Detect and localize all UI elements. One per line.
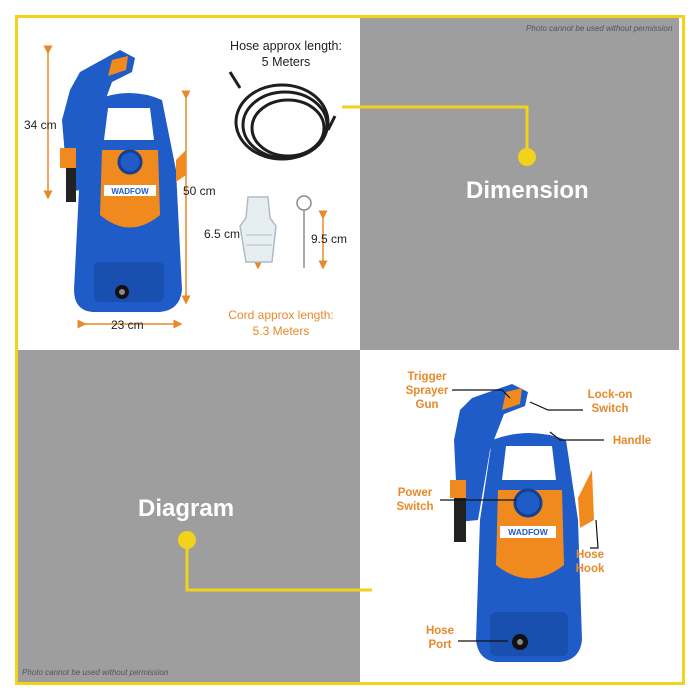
yellow-frame bbox=[15, 15, 685, 685]
hose-port-label: Hose Port bbox=[425, 625, 455, 651]
dimension-title-panel bbox=[360, 18, 679, 350]
base-width-label: 23 cm bbox=[111, 318, 144, 332]
connector-image bbox=[239, 196, 277, 263]
dimension-title: Dimension bbox=[466, 177, 589, 204]
dimension-arrows bbox=[43, 45, 328, 329]
dimension-connector-dot bbox=[518, 148, 536, 166]
diagram-connector-dot bbox=[178, 531, 196, 549]
cleaning-needle-image bbox=[296, 195, 312, 268]
diagram-title: Diagram bbox=[138, 495, 235, 522]
hose-length-label: Hose approx length: 5 Meters bbox=[230, 39, 342, 69]
hose-hook-label: Hose Hook bbox=[575, 549, 605, 575]
needle-height-label: 9.5 cm bbox=[311, 232, 348, 246]
handle-label: Handle bbox=[612, 435, 652, 447]
lock-on-label: Lock-on Switch bbox=[587, 389, 633, 415]
diagram-pressure-washer-image: WADFOW bbox=[450, 384, 594, 662]
watermark-bottom: Photo cannot be used without permission bbox=[22, 668, 169, 677]
diagram-connector-line bbox=[185, 540, 372, 592]
svg-text:WADFOW: WADFOW bbox=[508, 527, 549, 537]
gun-height-label: 34 cm bbox=[24, 118, 57, 132]
cord-length-label: Cord approx length: 5.3 Meters bbox=[228, 308, 334, 338]
body-height-label: 50 cm bbox=[183, 184, 216, 198]
diagram-pointer-lines bbox=[440, 389, 604, 642]
connector-height-label: 6.5 cm bbox=[204, 227, 241, 241]
diagram-title-panel bbox=[18, 350, 360, 682]
dimension-connector-line bbox=[342, 105, 529, 157]
trigger-label: Trigger Sprayer Gun bbox=[405, 371, 449, 411]
watermark-top: Photo cannot be used without permission bbox=[526, 24, 673, 33]
brand-logo: WADFOW bbox=[111, 187, 149, 196]
power-switch-label: Power Switch bbox=[396, 487, 434, 513]
pressure-washer-image: WADFOW bbox=[60, 50, 186, 312]
hose-image bbox=[228, 71, 337, 161]
